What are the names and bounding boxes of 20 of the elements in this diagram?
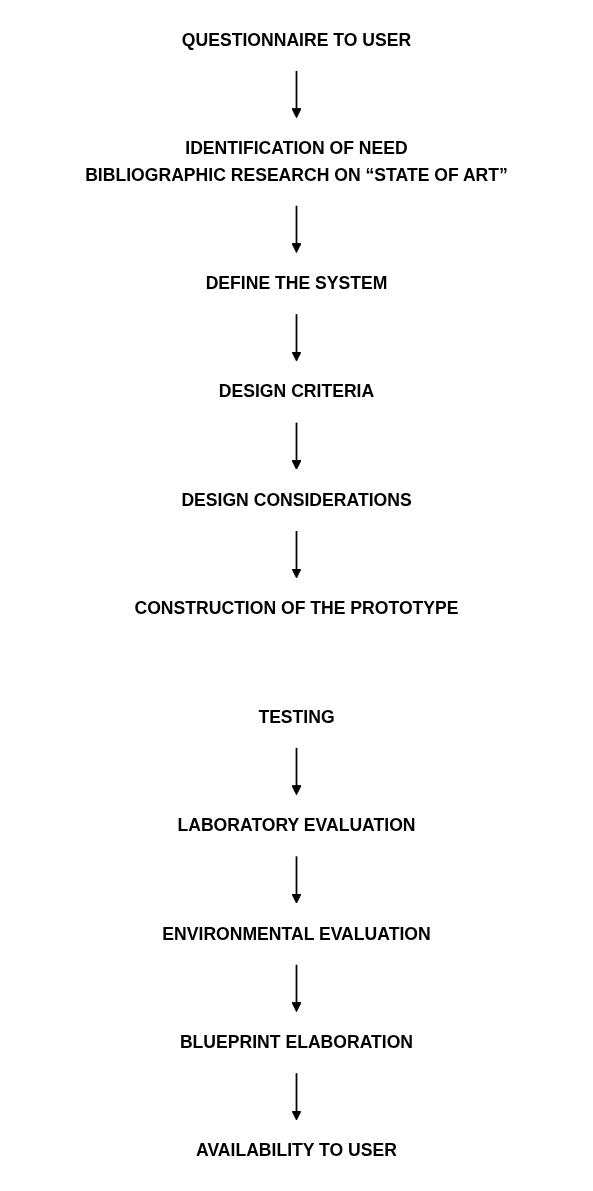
node-text: DESIGN CONSIDERATIONS xyxy=(181,489,412,510)
node-text: QUESTIONNAIRE TO USER xyxy=(181,29,412,50)
arrow xyxy=(291,313,302,362)
arrow xyxy=(291,855,302,904)
node-text: ENVIRONMENTAL EVALUATION xyxy=(162,923,431,944)
node-text: CONSTRUCTION OF THE PROTOTYPE xyxy=(134,597,459,618)
arrow xyxy=(291,70,302,119)
node-text: LABORATORY EVALUATION xyxy=(177,814,416,835)
node-text: DEFINE THE SYSTEM xyxy=(205,272,388,293)
arrow xyxy=(291,747,302,796)
arrow xyxy=(291,530,302,579)
node-text: BLUEPRINT ELABORATION xyxy=(179,1031,414,1052)
node-text: IDENTIFICATION OF NEED BIBLIOGRAPHIC RESEARCH ON “STATE OF ART” xyxy=(85,137,508,185)
arrow xyxy=(291,1072,302,1121)
node-text: TESTING xyxy=(258,706,335,727)
node-text: AVAILABILITY TO USER xyxy=(196,1140,397,1160)
node-text: DESIGN CRITERIA xyxy=(218,380,375,401)
arrow xyxy=(291,421,302,470)
arrow xyxy=(291,204,302,254)
arrow xyxy=(291,963,302,1013)
